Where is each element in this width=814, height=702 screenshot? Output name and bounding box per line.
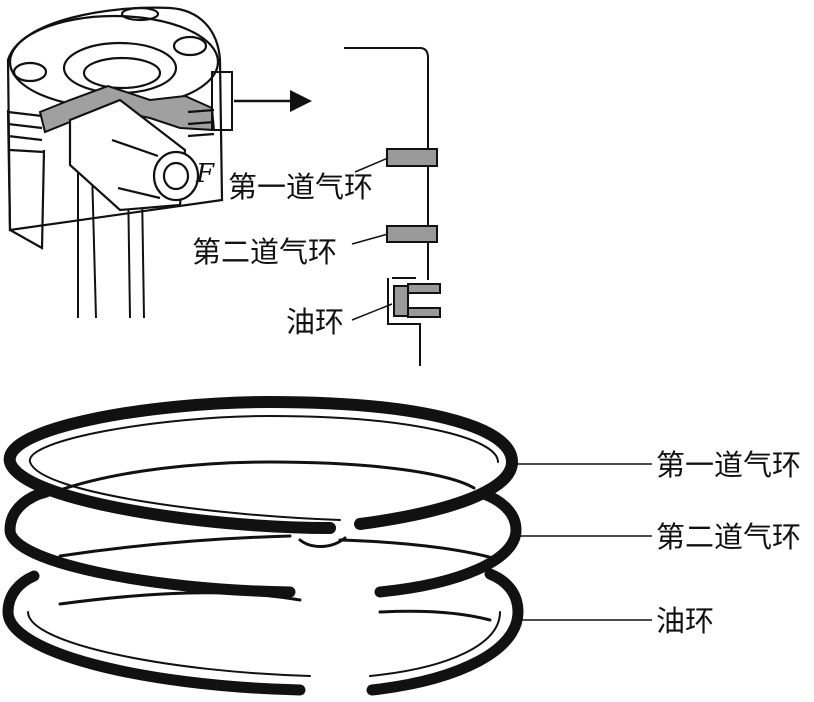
connecting-rod	[77, 160, 145, 319]
oil-ring-lower-rail	[407, 307, 441, 318]
valve-relief-left	[12, 61, 48, 83]
cylinder-wall-line	[344, 47, 429, 280]
leader-oil-ring-top	[351, 303, 393, 321]
detail-highlight-box	[211, 71, 233, 131]
label-first-ring-bottom: 第一道气环	[656, 448, 801, 482]
first-ring-section	[386, 148, 438, 167]
groove-detail	[344, 47, 441, 366]
label-first-ring-top: 第一道气环	[228, 170, 373, 204]
leader-second-ring-top	[351, 233, 389, 245]
piston-pin-inner	[162, 161, 190, 191]
label-oil-ring-top: 油环	[286, 305, 344, 339]
oil-control-ring	[2, 568, 524, 696]
top-leaders	[351, 157, 393, 321]
oil-ring-expander	[393, 285, 409, 317]
oil-ring-housing	[387, 277, 421, 366]
piston-illustration	[6, 6, 224, 319]
piston-pin-body	[111, 138, 161, 200]
second-ring-section	[386, 225, 438, 243]
label-second-ring-top: 第二道气环	[192, 235, 337, 269]
ring-stack	[2, 395, 524, 696]
bottom-leaders	[514, 463, 652, 621]
ring-grooves-right	[187, 108, 215, 138]
label-second-ring-bottom: 第二道气环	[656, 520, 801, 554]
first-compression-ring	[3, 395, 519, 534]
valve-relief-right	[172, 35, 208, 57]
piston-skirt-left	[6, 109, 46, 250]
combustion-bowl-inner	[82, 56, 162, 90]
valve-relief-top	[120, 6, 160, 22]
detail-arrow	[234, 90, 312, 112]
second-compression-ring	[4, 486, 522, 598]
oil-ring-upper-rail	[407, 283, 441, 294]
leader-first-ring-top	[354, 157, 389, 173]
ring-grooves-left	[7, 110, 45, 154]
label-oil-ring-bottom: 油环	[656, 604, 714, 638]
force-label: F	[195, 159, 215, 189]
